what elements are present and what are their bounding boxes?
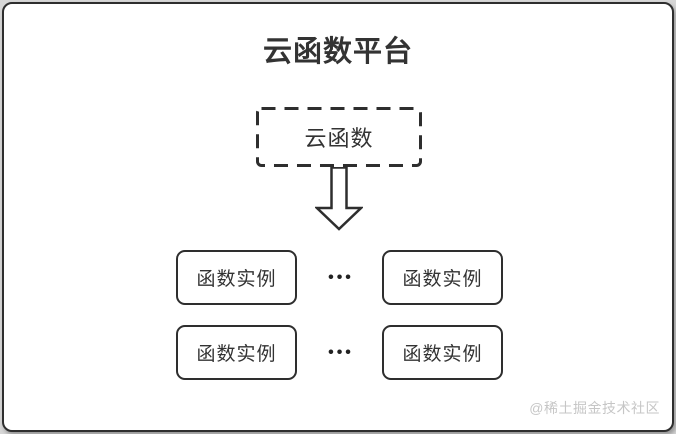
page-title: 云函数平台 [262,36,413,68]
instance-node: 函数实例 [176,250,297,305]
instance-node: 函数实例 [382,250,503,305]
cloud-function-node: 云函数 [256,107,422,167]
watermark: @稀土掘金技术社区 [529,400,660,416]
ellipsis: ••• [328,268,354,286]
down-arrow-icon [315,167,363,231]
cloud-function-label: 云函数 [304,126,374,151]
instance-node: 函数实例 [176,325,297,380]
instance-node: 函数实例 [382,325,503,380]
ellipsis: ••• [328,343,354,361]
dashed-border [256,107,422,167]
